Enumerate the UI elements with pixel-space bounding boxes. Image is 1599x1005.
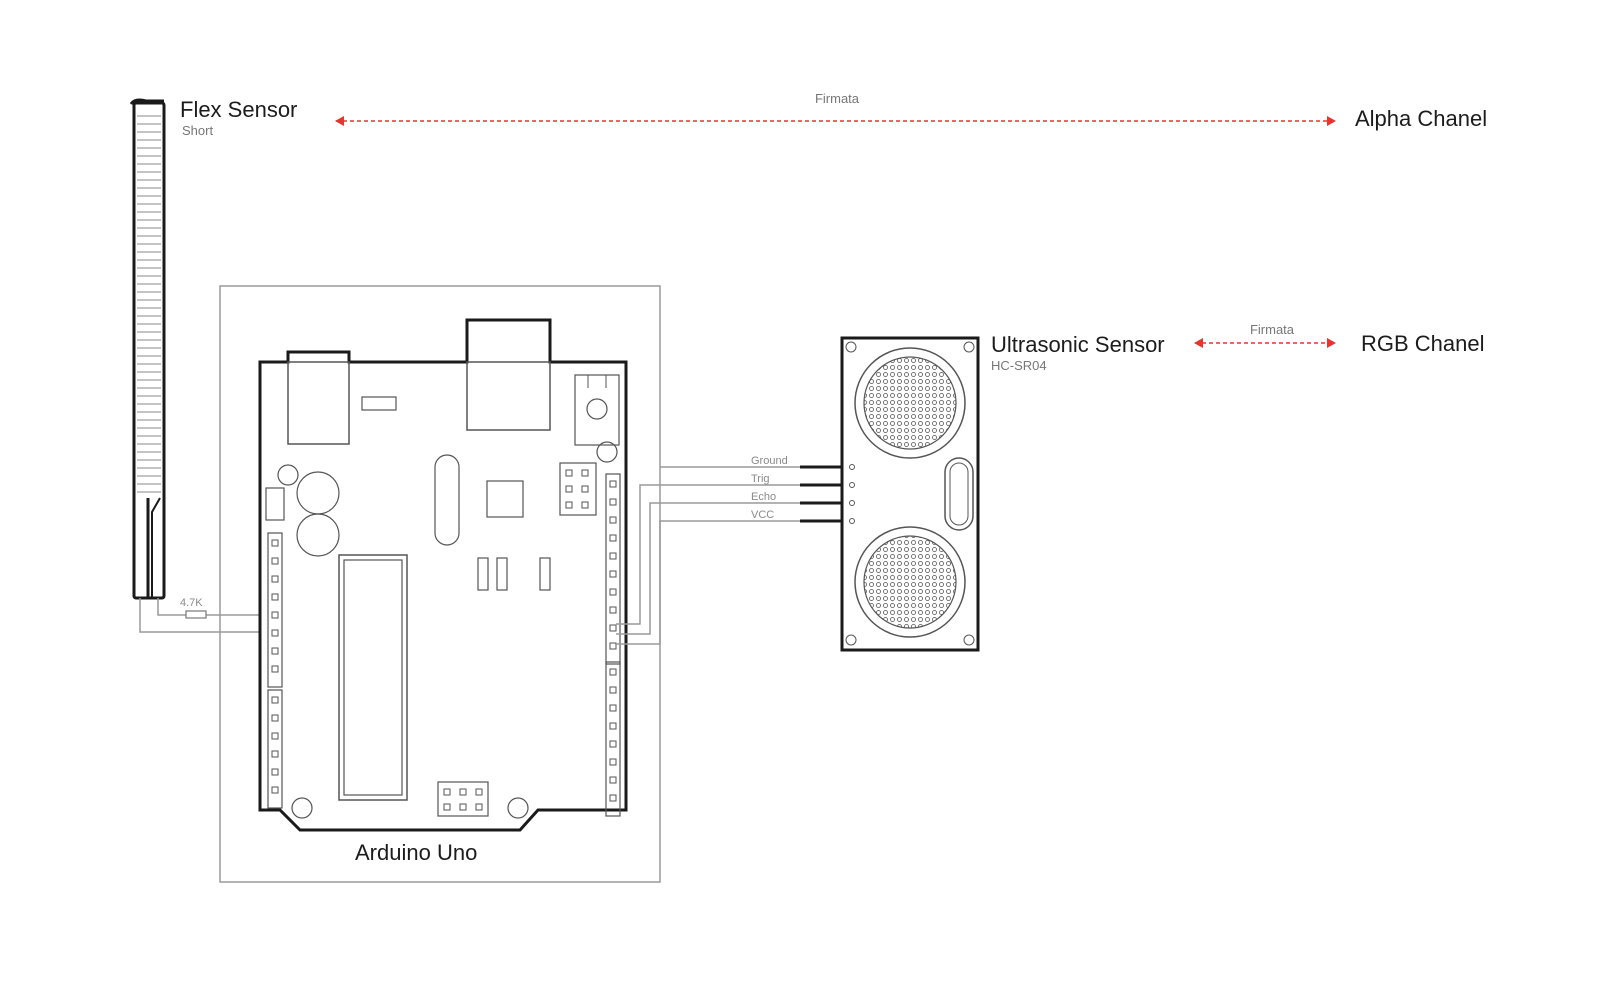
arduino-uno: Arduino Uno xyxy=(219,285,661,883)
header-pin xyxy=(271,557,279,565)
transducer-bottom-icon xyxy=(854,526,966,638)
header-pin xyxy=(609,704,617,712)
header-pin xyxy=(271,732,279,740)
ultrasonic-wiring: Ground Trig Echo VCC xyxy=(616,455,800,645)
header-pin xyxy=(609,686,617,694)
power-jack xyxy=(287,361,350,445)
transducer-top-icon xyxy=(854,347,966,459)
pin-label-trig: Trig xyxy=(751,473,770,485)
header-pin xyxy=(271,750,279,758)
header-pin xyxy=(609,588,617,596)
header-pin xyxy=(609,624,617,632)
header-pin xyxy=(271,714,279,722)
header-pin xyxy=(271,786,279,794)
pin-label-ground: Ground xyxy=(751,455,788,467)
header-pin xyxy=(271,665,279,673)
header-pin xyxy=(271,768,279,776)
flex-sensor-title: Flex Sensor xyxy=(180,97,297,122)
header-pin xyxy=(609,722,617,730)
digital-header-low xyxy=(605,661,621,817)
microcontroller-chip xyxy=(338,554,408,801)
link-rgb: Firmata RGB Chanel xyxy=(1194,322,1485,356)
header-pin xyxy=(609,740,617,748)
pin-label-echo: Echo xyxy=(751,491,776,503)
digital-header-high xyxy=(605,473,621,665)
ultrasonic-subtitle: HC-SR04 xyxy=(991,358,1047,373)
link-alpha: Firmata Alpha Chanel xyxy=(335,91,1487,131)
header-pin xyxy=(609,776,617,784)
header-pin xyxy=(271,611,279,619)
header-pin xyxy=(609,534,617,542)
resistor-icon xyxy=(185,610,207,619)
link-target-rgb: RGB Chanel xyxy=(1361,331,1485,356)
resistor-label: 4.7K xyxy=(180,597,203,609)
flex-sensor-subtitle: Short xyxy=(182,123,213,138)
reset-button-icon xyxy=(574,374,620,446)
header-pin xyxy=(609,794,617,802)
ultrasonic-sensor: Ultrasonic Sensor HC-SR04 xyxy=(800,332,1165,652)
header-pin xyxy=(271,575,279,583)
link-protocol-alpha: Firmata xyxy=(815,91,860,106)
header-pin xyxy=(609,642,617,650)
header-pin xyxy=(609,498,617,506)
header-pin xyxy=(609,606,617,614)
header-pin xyxy=(271,647,279,655)
header-pin xyxy=(609,480,617,488)
header-pin xyxy=(609,516,617,524)
header-pin xyxy=(609,668,617,676)
pin-label-vcc: VCC xyxy=(751,509,774,521)
ultrasonic-title: Ultrasonic Sensor xyxy=(991,332,1165,357)
arduino-title: Arduino Uno xyxy=(355,840,477,865)
analog-header xyxy=(267,689,283,809)
link-target-alpha: Alpha Chanel xyxy=(1355,106,1487,131)
pin-headers xyxy=(267,473,621,817)
header-pin xyxy=(609,758,617,766)
header-pin xyxy=(609,552,617,560)
usb-port xyxy=(466,361,551,431)
header-pin xyxy=(271,696,279,704)
power-header xyxy=(267,532,283,688)
header-pin xyxy=(271,629,279,637)
header-pin xyxy=(271,593,279,601)
link-protocol-rgb: Firmata xyxy=(1250,322,1295,337)
flex-wiring: 4.7K xyxy=(139,597,272,633)
header-pin xyxy=(271,539,279,547)
icsp-header-bottom xyxy=(437,781,489,817)
header-pin xyxy=(609,570,617,578)
icsp-header-top xyxy=(559,462,597,516)
arduino-board xyxy=(258,318,628,832)
flex-sensor: Flex Sensor Short xyxy=(129,97,297,600)
